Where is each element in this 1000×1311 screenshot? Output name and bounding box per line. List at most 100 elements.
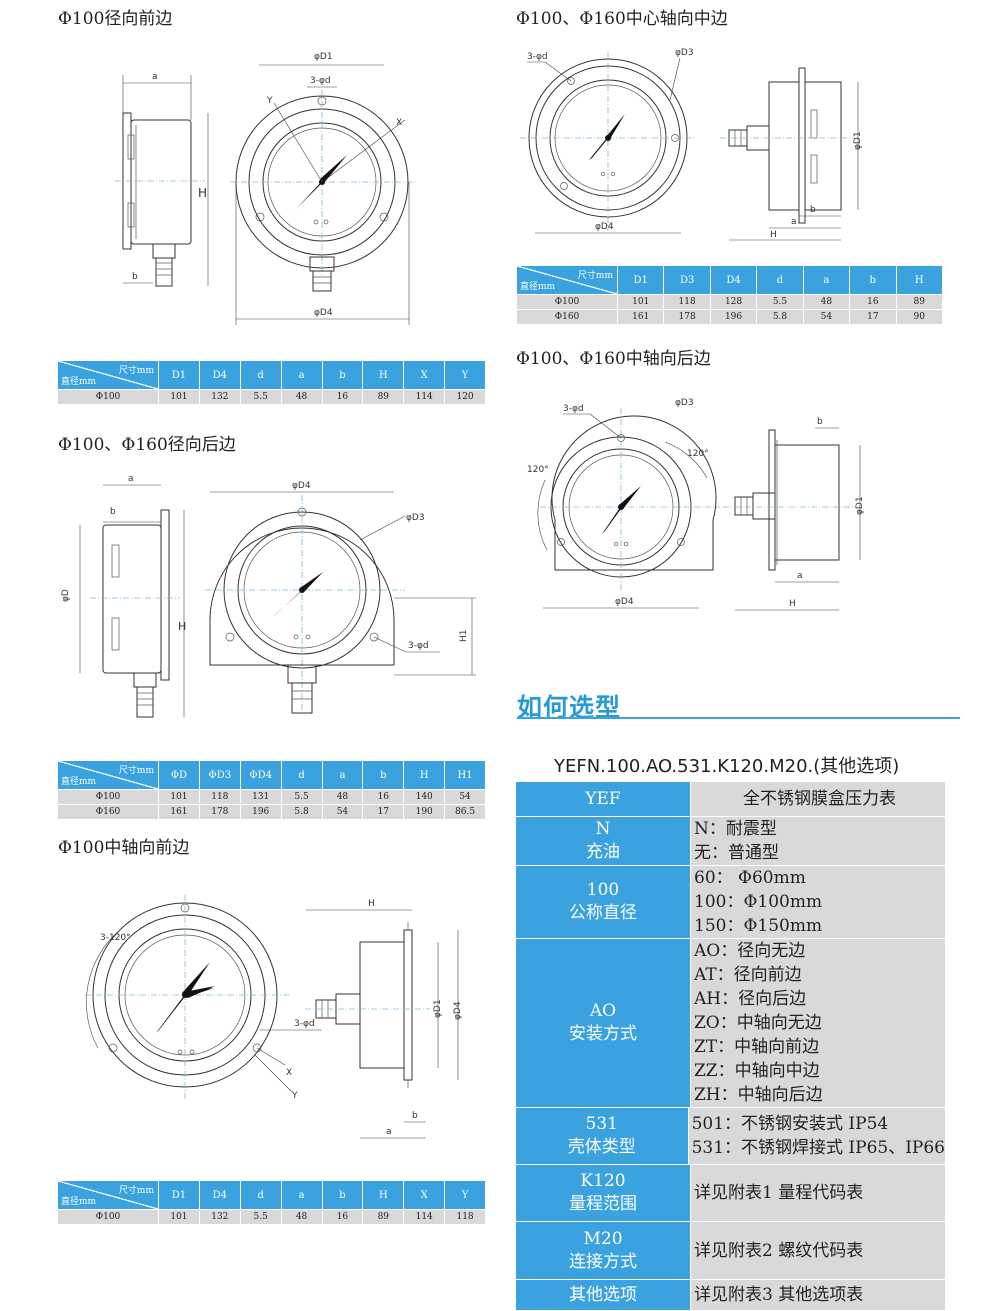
dim-h1-label: H1 bbox=[459, 630, 469, 643]
section-title-center-axial-middle: Φ100、Φ160中心轴向中边 bbox=[516, 9, 728, 29]
selection-desc-text: ZT：中轴向前边 bbox=[694, 1037, 820, 1057]
table-cell: 5.8 bbox=[281, 804, 323, 819]
column-header: b bbox=[322, 1181, 364, 1210]
angle-label-right: 120° bbox=[687, 449, 709, 459]
holes-label-5: 3-φd bbox=[294, 1019, 315, 1029]
drawing-axial-rear: 3-φd φD3 120° 120° φD4 b φD1 a H bbox=[527, 398, 865, 611]
selection-desc-text: 无：普通型 bbox=[694, 843, 779, 863]
selection-code-cell: 其他选项 bbox=[516, 1280, 691, 1310]
column-header: D1 bbox=[617, 266, 665, 295]
header-size-label: 尺寸mm bbox=[118, 366, 154, 376]
table-cell: 140 bbox=[403, 789, 446, 805]
dim-h-label-2: H bbox=[770, 230, 777, 240]
selection-desc-text: 全不锈钢膜盒压力表 bbox=[743, 789, 896, 809]
column-header: H bbox=[403, 761, 446, 790]
selection-desc-text: ZO：中轴向无边 bbox=[694, 1013, 822, 1033]
table-cell: 54 bbox=[444, 789, 486, 805]
dim-d1-label: φD1 bbox=[314, 52, 333, 62]
selection-code-text: K120 bbox=[580, 1171, 626, 1191]
selection-code-text: YEF bbox=[585, 788, 621, 809]
drawing-center-axial-middle: 3-φd φD3 φD4 φD1 b a H bbox=[520, 48, 863, 241]
table-cell: 54 bbox=[322, 804, 364, 819]
column-header: D4 bbox=[199, 361, 241, 390]
selection-code-text: 连接方式 bbox=[569, 1251, 637, 1272]
table-cell: 118 bbox=[663, 294, 711, 310]
table-cell: 196 bbox=[240, 804, 282, 819]
table-cell: 5.5 bbox=[240, 1209, 282, 1224]
angle-label-left: 120° bbox=[527, 465, 549, 475]
table-cell: 16 bbox=[322, 1209, 364, 1224]
header-diameter-label: 直径mm bbox=[61, 1197, 97, 1207]
table-cell: 17 bbox=[362, 804, 405, 819]
table-cell: 101 bbox=[158, 789, 200, 805]
dim-d1-label-4: φD1 bbox=[433, 999, 443, 1018]
table-cell: Φ100 bbox=[58, 1209, 159, 1224]
table-cell: 101 bbox=[158, 389, 200, 404]
holes-label-4: 3-φd bbox=[408, 641, 429, 651]
table-cell: Φ100 bbox=[517, 294, 618, 310]
table-cell: 118 bbox=[199, 789, 241, 805]
table-cell: 5.5 bbox=[281, 789, 323, 805]
table-cell: 90 bbox=[896, 309, 944, 324]
table-cell: 17 bbox=[849, 309, 897, 324]
section-title-radial-front: Φ100径向前边 bbox=[58, 9, 173, 29]
selection-desc-text: 详见附表2 螺纹代码表 bbox=[694, 1240, 864, 1261]
column-header: d bbox=[756, 266, 804, 295]
column-header: X bbox=[403, 1181, 446, 1210]
selection-desc-text: 详见附表1 量程代码表 bbox=[694, 1183, 864, 1203]
column-header: a bbox=[322, 761, 364, 790]
table-cell: 101 bbox=[158, 1209, 200, 1224]
dim-d4-label-2: φD4 bbox=[595, 222, 614, 232]
selection-code-text: 公称直径 bbox=[569, 903, 637, 923]
dim-h-label-5: H bbox=[368, 899, 375, 909]
drawing-radial-front: a b H φD1 3-φd φD4 X Y bbox=[115, 52, 415, 325]
header-diameter-label: 直径mm bbox=[61, 377, 97, 387]
selection-code-text: 壳体类型 bbox=[567, 1137, 636, 1157]
table-cell: 161 bbox=[617, 309, 665, 324]
selection-desc-text: AO：径向无边 bbox=[694, 941, 806, 961]
section-title-axial-rear: Φ100、Φ160中轴向后边 bbox=[516, 349, 711, 369]
dim-a-label-4: a bbox=[128, 474, 134, 484]
table-cell: 89 bbox=[362, 1209, 405, 1224]
dim-y-label: Y bbox=[266, 96, 273, 106]
table-cell: 16 bbox=[362, 789, 405, 805]
table-cell: 89 bbox=[362, 389, 405, 404]
column-header: b bbox=[849, 266, 897, 295]
selection-row: YEF 全不锈钢膜盒压力表 bbox=[516, 782, 945, 817]
table-cell: 120 bbox=[444, 389, 486, 404]
table-cell: Φ100 bbox=[58, 789, 159, 805]
column-header: H1 bbox=[444, 761, 486, 790]
dim-d1-label-3: φD1 bbox=[855, 496, 865, 515]
column-header: D1 bbox=[158, 361, 200, 390]
dim-x-label-2: X bbox=[286, 1068, 292, 1078]
table-cell: 16 bbox=[849, 294, 897, 310]
selection-code-text: 安装方式 bbox=[569, 1024, 637, 1044]
selection-desc-text: ZH：中轴向后边 bbox=[694, 1085, 823, 1105]
dim-a-label-3: a bbox=[797, 571, 803, 581]
column-header: H bbox=[362, 361, 405, 390]
dim-d4-label-4: φD4 bbox=[292, 481, 311, 491]
dim-d1-label-2: φD1 bbox=[853, 131, 863, 150]
drawing-axial-front: 3-120° X Y 3-φd H φD1 φD4 b a bbox=[85, 895, 463, 1139]
diagonal-header-cell: 尺寸mm 直径mm bbox=[58, 361, 159, 390]
holes-label: 3-φd bbox=[310, 76, 331, 86]
table-cell: 114 bbox=[403, 389, 446, 404]
dim-d4-label-3: φD4 bbox=[615, 597, 634, 607]
dim-h-label-3: H bbox=[789, 599, 796, 609]
column-header: Y bbox=[444, 361, 486, 390]
